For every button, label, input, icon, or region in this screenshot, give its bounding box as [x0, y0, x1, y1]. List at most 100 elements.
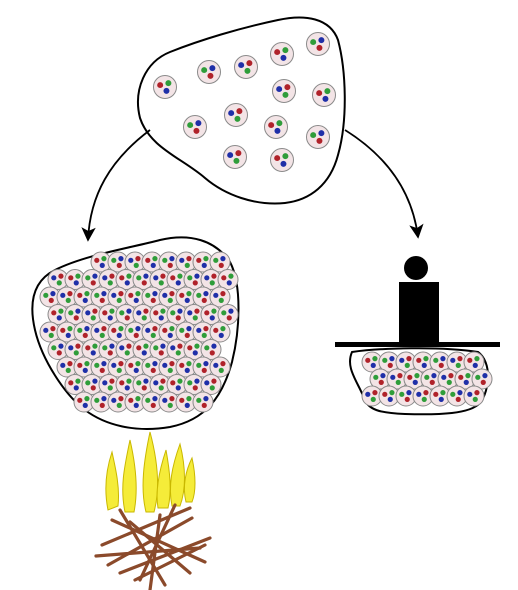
gas-particle [73, 286, 95, 308]
weight-knob [404, 256, 428, 280]
gas-particle [56, 321, 78, 343]
gas-particle [209, 286, 231, 308]
gas-particle [175, 391, 197, 413]
gas-particle [39, 321, 61, 343]
gas-particle [272, 79, 296, 103]
flame-icon [122, 439, 137, 513]
gas-particle [395, 385, 417, 407]
log-stick [148, 513, 162, 590]
campfire-icon [94, 431, 212, 590]
flame-icon [105, 450, 119, 511]
gas-particle [223, 145, 247, 169]
gas-particle [224, 103, 248, 127]
gas-particle [98, 339, 120, 360]
gas-particle [141, 251, 163, 273]
gas-particle [183, 115, 207, 139]
gas-particle [141, 391, 163, 413]
log-stick [118, 508, 167, 587]
gas-particle [158, 356, 180, 378]
gas-particle [378, 351, 400, 373]
gas-particle [217, 269, 239, 290]
gas-particle [73, 356, 95, 378]
flame-icon [169, 442, 185, 507]
arrow-to-compressed [344, 129, 424, 239]
logs-icon [94, 503, 212, 590]
gas-particle [64, 374, 86, 395]
heated-gas-cloud [31, 236, 240, 430]
gas-particle [141, 356, 163, 378]
gas-particle [166, 339, 188, 360]
gas-particle [446, 351, 468, 373]
compressed-gas-cloud [349, 347, 493, 416]
gas-particle [175, 356, 197, 378]
flame-icon [156, 449, 171, 509]
gas-particle [81, 374, 103, 395]
gas-particle [81, 269, 103, 290]
gas-particle [107, 286, 129, 308]
gas-particle [115, 374, 137, 395]
gas-particle [403, 368, 425, 390]
gas-particle [149, 374, 171, 395]
log-stick [118, 536, 212, 575]
gas-particle [81, 339, 103, 360]
gas-particle [463, 385, 485, 407]
gas-particle [90, 391, 112, 413]
gas-particle [209, 251, 231, 273]
log-stick [94, 546, 202, 558]
gas-particle [306, 125, 330, 149]
gas-particle [124, 391, 146, 413]
gas-particle [197, 60, 221, 84]
gas-particle [209, 321, 231, 343]
gas-particle [446, 385, 468, 407]
gas-particle [158, 391, 180, 413]
log-stick [100, 506, 192, 547]
weight-on-plate-icon [335, 256, 500, 347]
press-plate [335, 342, 500, 347]
gas-particle [107, 356, 129, 378]
gas-particle [115, 304, 137, 325]
gas-particle [200, 269, 222, 290]
log-stick [128, 520, 192, 575]
initial-gas-cloud [137, 16, 346, 205]
gas-particle [124, 321, 146, 343]
gas-particle [149, 304, 171, 325]
gas-particle [73, 391, 95, 413]
gas-particle [132, 269, 154, 290]
gas-particle [200, 304, 222, 325]
gas-particle [47, 269, 69, 290]
gas-particle [90, 251, 112, 273]
gas-particle [175, 321, 197, 343]
gas-particle [183, 374, 205, 395]
gas-particle [158, 286, 180, 308]
gas-particle [217, 304, 239, 325]
gas-particle [39, 286, 61, 308]
gas-particle [149, 339, 171, 360]
initial-gas-particles [153, 32, 336, 172]
weight-block [399, 282, 439, 344]
gas-particle [270, 148, 294, 172]
gas-particle [429, 351, 451, 373]
gas-particle [192, 251, 214, 273]
gas-particle [412, 385, 434, 407]
gas-particle [429, 385, 451, 407]
compressed-gas-particles [361, 351, 493, 407]
gas-particle [471, 368, 493, 390]
gas-particle [56, 286, 78, 308]
gas-particle [306, 32, 330, 56]
gas-particle [463, 351, 485, 373]
log-stick [106, 516, 194, 567]
heated-gas-particles [39, 251, 239, 413]
flame-icon [183, 456, 196, 503]
gas-particle [200, 374, 222, 395]
gas-particle [234, 55, 258, 79]
flames-icon [105, 431, 196, 513]
gas-particle [192, 391, 214, 413]
log-stick [110, 518, 207, 564]
gas-particle [153, 75, 177, 99]
gas-particle [115, 339, 137, 360]
gas-particle [64, 339, 86, 360]
gas-particle [98, 304, 120, 325]
gas-particle [312, 83, 336, 107]
